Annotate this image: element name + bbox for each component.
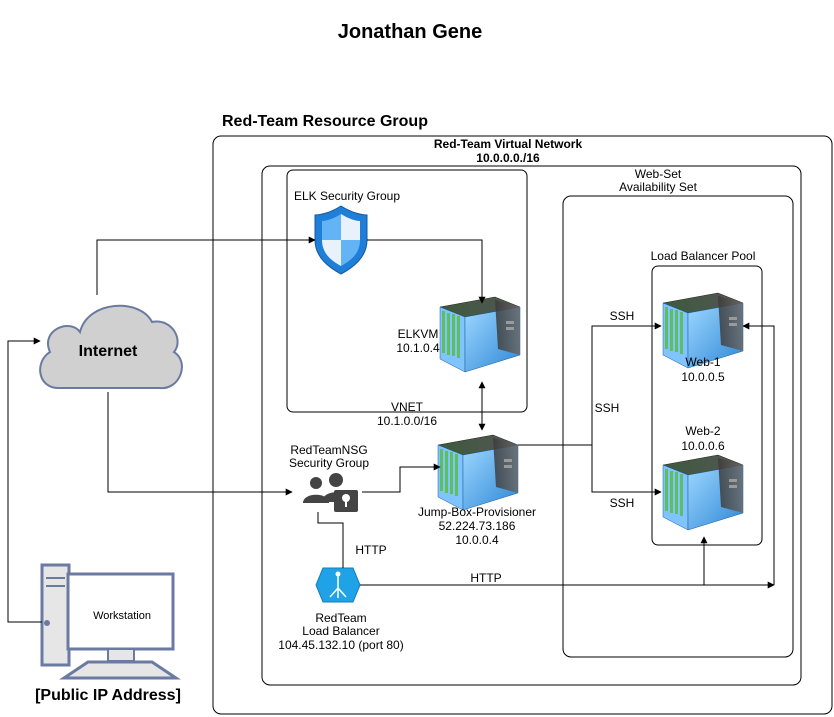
resource-group-label: Red-Team Resource Group [222,113,428,130]
lb-type: Load Balancer [302,624,379,638]
workstation-to-internet-connector [7,337,42,623]
availability-set-box [562,195,794,658]
web1-ip: 10.0.0.5 [681,370,725,384]
jumpbox-server-icon [437,434,519,511]
workstation-icon [40,563,181,680]
workstation-caption: [Public IP Address] [35,687,181,704]
lb-address: 104.45.132.10 (port 80) [278,638,403,652]
lb-name: RedTeam [315,611,366,625]
elk-vnet-cidr: 10.1.0.0/16 [377,414,437,428]
ssh-label-mid: SSH [595,401,620,415]
jumpbox-public-ip: 52.224.73.186 [439,519,516,533]
users-lock-icon [303,473,358,512]
lb-pool-box [651,265,763,546]
availability-set-type: Availability Set [619,180,697,194]
availability-set-name: Web-Set [635,167,682,181]
nsg-name: RedTeamNSG [290,443,367,457]
elkvm-ip: 10.1.0.4 [396,341,440,355]
jumpbox-private-ip: 10.0.0.4 [455,533,499,547]
ssh-label-bottom: SSH [610,496,635,510]
web2-ip: 10.0.0.6 [681,439,725,453]
elkvm-server-icon [439,296,521,373]
load-balancer-icon [315,567,361,603]
elk-security-group-box [286,169,528,413]
vnet-name: Red-Team Virtual Network [434,137,583,151]
http-label-vertical: HTTP [355,543,386,557]
diagram-title: Jonathan Gene [338,21,482,43]
http-label-horizontal: HTTP [470,571,501,585]
resource-group-box [212,135,833,715]
nsg-to-lb-connector [317,512,344,568]
elk-sg-to-elkvm-connector [367,239,486,304]
lb-pool-label: Load Balancer Pool [651,249,756,263]
internet-cloud-icon [39,304,183,390]
ssh-to-web1-connector [591,322,662,445]
ssh-label-top: SSH [610,309,635,323]
web2-name: Web-2 [685,424,720,438]
internet-to-elk-sg-connector [96,236,316,295]
web2-server-icon [662,454,744,531]
vnet-cidr: 10.0.0.0./16 [476,151,540,165]
web1-name: Web-1 [685,355,720,369]
vnet-box [261,165,802,686]
internet-label: Internet [79,343,138,360]
workstation-label: Workstation [93,610,151,622]
elkvm-name: ELKVM [398,327,439,341]
nsg-to-jumpbox-connector [362,463,441,493]
http-to-web1-connector [742,322,775,585]
ssh-to-web2-connector [591,445,662,496]
elk-vnet-name: VNET [391,400,424,414]
elk-security-group-label: ELK Security Group [294,189,400,203]
nsg-type: Security Group [289,456,369,470]
shield-icon [314,205,368,275]
internet-to-nsg-connector [107,392,293,496]
jumpbox-name: Jump-Box-Provisioner [418,505,536,519]
